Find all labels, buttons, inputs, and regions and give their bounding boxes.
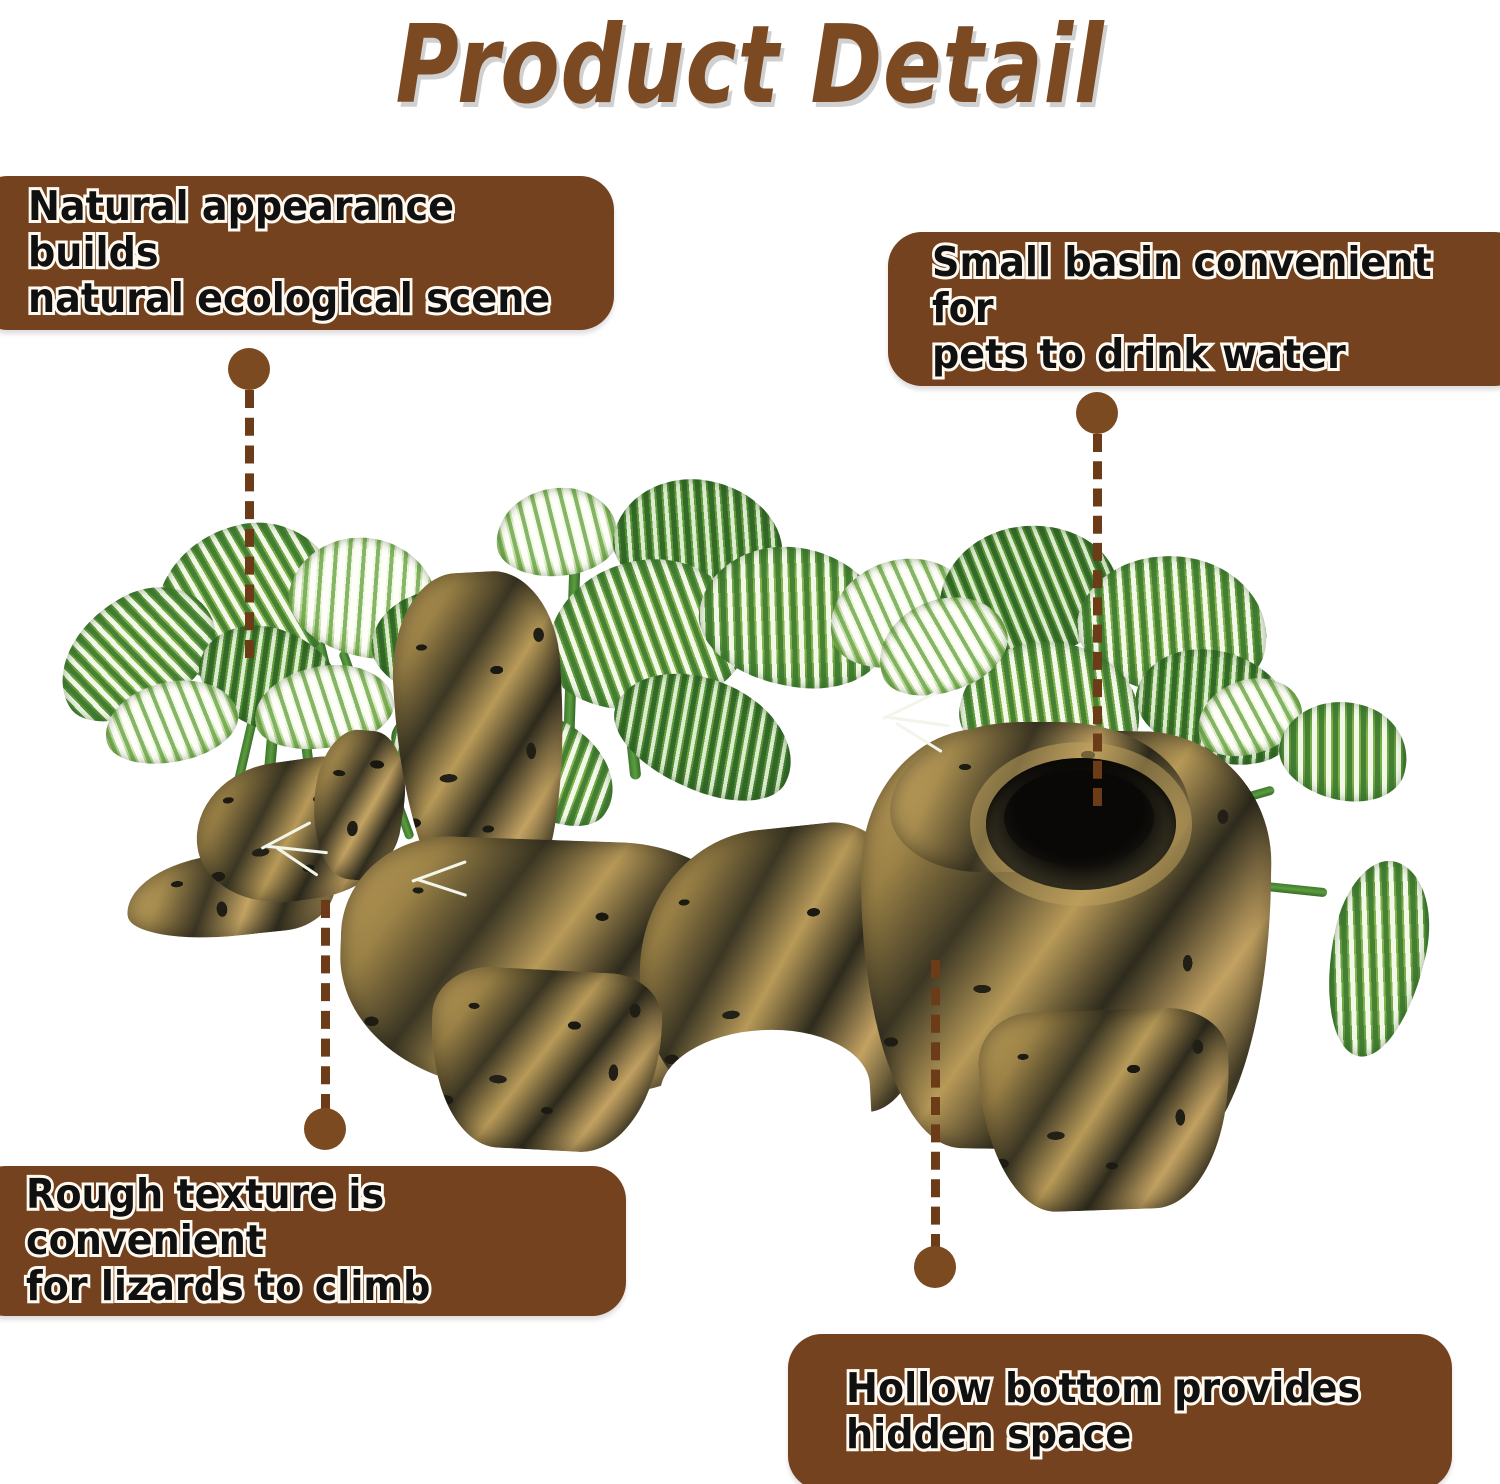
callout-text: Small basin convenient for pets to drink… [929,236,1434,380]
callout-hollow-bottom: Hollow bottom provides hidden space [788,1334,1452,1484]
callout-text: Hollow bottom provides hidden space [843,1362,1363,1460]
driftwood-center-leg [425,964,665,1156]
driftwood-right-leg [976,1005,1234,1215]
connector-line-rough-texture [321,900,330,1112]
marker-dot-rough-texture [304,1108,346,1150]
product-image [0,430,1500,1215]
connector-line-natural-appearance [245,390,254,658]
callout-rough-texture: Rough texture is convenient for lizards … [0,1166,626,1316]
leaf [493,483,621,581]
water-basin-cavity [1004,770,1154,866]
marker-dot-hollow-bottom [914,1246,956,1288]
callout-natural-appearance: Natural appearance builds natural ecolog… [0,176,614,330]
connector-line-hollow-bottom [931,960,940,1252]
callout-text: Rough texture is convenient for lizards … [23,1168,433,1312]
marker-dot-natural-appearance [228,348,270,390]
callout-text: Natural appearance builds natural ecolog… [25,180,553,324]
page-title: Product Detail [395,3,1105,128]
connector-line-small-basin [1093,434,1102,806]
leaf [1310,852,1444,1066]
callout-small-basin: Small basin convenient for pets to drink… [888,232,1500,386]
marker-dot-small-basin [1076,392,1118,434]
